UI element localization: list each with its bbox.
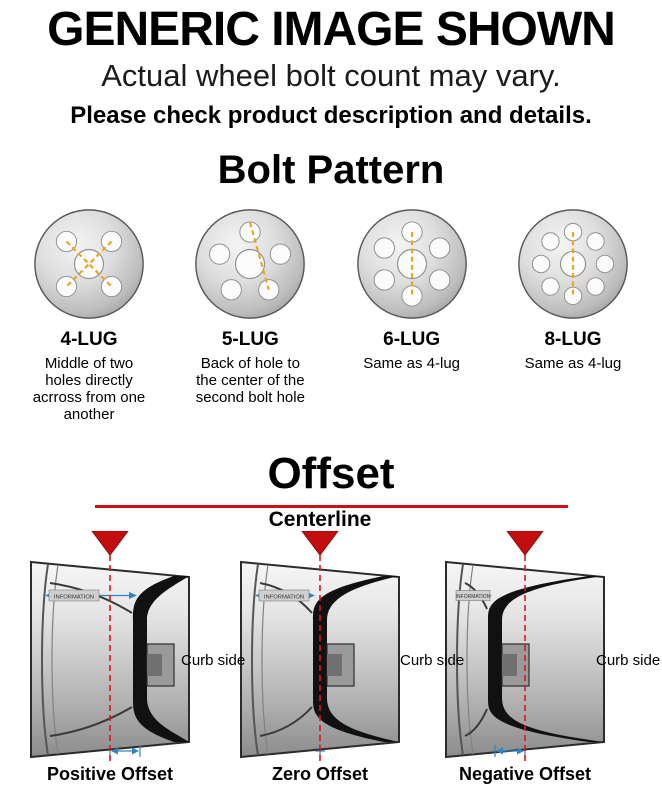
hub-bore: [327, 654, 342, 676]
watermark-text: INFORMATION: [54, 595, 94, 601]
inboard-flange-line: [251, 563, 259, 756]
center-bore: [559, 250, 587, 278]
watermark-box: [48, 589, 100, 602]
curb-side-label: Curb side: [596, 652, 661, 669]
measurement-line: [249, 222, 271, 291]
offset-heading: Offset: [267, 449, 395, 498]
centerline-marker-icon: [506, 531, 544, 556]
lug-description: Middle of two holes directly acrross fro…: [32, 355, 146, 423]
watermark-text: INFORMATION: [456, 594, 491, 600]
negative-offset-label: Negative Offset: [458, 764, 592, 784]
bolt-pattern-8lug: 8-LUG Same as 4-lug: [496, 206, 650, 423]
barrel-bottom-line: [464, 708, 488, 737]
center-bore: [235, 248, 266, 280]
lug-label: 8-LUG: [544, 329, 602, 350]
lug-holes: [373, 221, 450, 307]
lug-description: Same as 4-lug: [363, 355, 461, 372]
curb-side-label: Curb side: [181, 652, 246, 669]
bolt-pattern-6lug: 6-LUG Same as 4-lug: [335, 206, 489, 423]
curb-side-label: Curb side: [400, 652, 465, 669]
barrel-bottom-line: [259, 706, 313, 737]
inboard-flange-line: [41, 563, 49, 756]
measurement-lines: [65, 240, 113, 288]
6-lug-wheel-diagram: [356, 209, 467, 319]
hub-bore: [502, 654, 517, 676]
inboard-flange-line2: [466, 564, 474, 755]
positive-offset-label: Positive Offset: [46, 764, 174, 784]
watermark-box: [258, 589, 310, 602]
lug-description: Same as 4-lug: [524, 355, 622, 372]
inboard-flange-line: [456, 563, 464, 756]
centerline-rule: [95, 505, 568, 508]
centerline-marker-icon: [91, 531, 129, 556]
page-subtitle: Actual wheel bolt count may vary.: [101, 58, 561, 93]
5-lug-wheel-diagram: [195, 209, 306, 319]
lug-label: 4-LUG: [60, 329, 118, 350]
barrel-bottom-line: [49, 706, 133, 737]
page-title: GENERIC IMAGE SHOWN: [47, 3, 616, 56]
lug-holes: [209, 221, 292, 301]
lug-holes: [55, 230, 123, 298]
lug-description: Back of hole to the center of the second…: [195, 355, 305, 406]
centerline-marker-icon: [301, 531, 339, 556]
watermark-box: [455, 590, 491, 601]
wheel-cross-section-zero: INFORMATION: [240, 531, 400, 764]
wheel-cross-section-negative: INFORMATION: [445, 531, 605, 764]
bolt-pattern-5lug: 5-LUG Back of hole to the center of the …: [173, 206, 327, 423]
mounting-face-disc: [133, 576, 189, 742]
page-note: Please check product description and det…: [70, 102, 592, 129]
bolt-pattern-heading: Bolt Pattern: [217, 148, 445, 192]
watermark-text: INFORMATION: [264, 595, 304, 601]
wheel-cross-section-positive: INFORMATION: [30, 531, 190, 764]
lug-label: 6-LUG: [383, 329, 441, 350]
4-lug-wheel-diagram: [34, 209, 144, 319]
8-lug-wheel-diagram: [518, 209, 628, 319]
bolt-pattern-4lug: 4-LUG Middle of two holes directly acrro…: [12, 206, 166, 423]
hub-bore: [147, 654, 162, 676]
centerline-label: Centerline: [268, 508, 372, 531]
zero-offset-label: Zero Offset: [271, 764, 368, 784]
lug-holes: [531, 222, 615, 306]
bolt-pattern-row: 4-LUG Middle of two holes directly acrro…: [12, 206, 650, 423]
lug-label: 5-LUG: [221, 329, 279, 350]
